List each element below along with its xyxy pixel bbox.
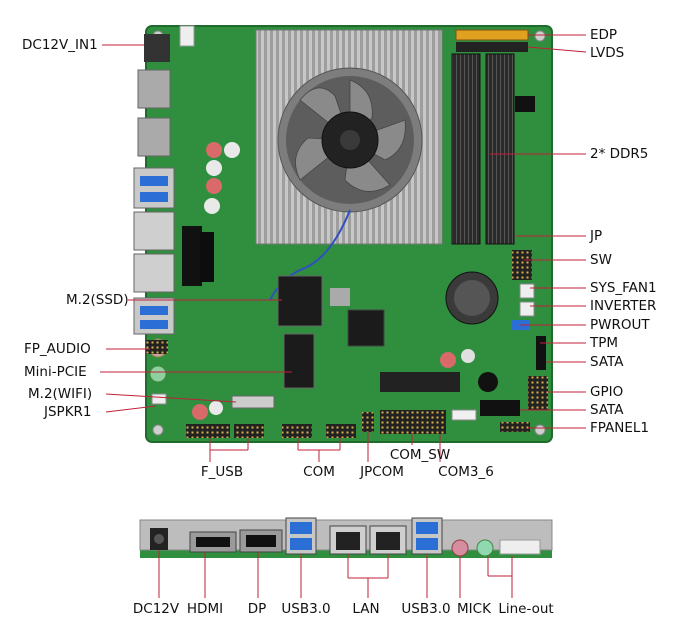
label-com: COM	[303, 464, 335, 480]
io-lineout-jack	[476, 539, 494, 557]
label-tpm: TPM	[590, 335, 619, 351]
m2-ssd-slot	[277, 275, 323, 327]
hdmi-port	[137, 69, 171, 109]
label-ddr5: 2* DDR5	[590, 146, 649, 162]
label-jp: JP	[590, 228, 603, 244]
jspkr-header	[151, 393, 167, 405]
sata-port-2	[480, 400, 520, 416]
label-jpcom: JPCOM	[360, 464, 404, 480]
fpanel-header	[500, 422, 530, 432]
label-pwrout: PWROUT	[590, 317, 650, 333]
label-com-sw: COM_SW	[389, 447, 451, 463]
label-fp-audio: FP_AUDIO	[24, 341, 91, 357]
mini-pcie-slot	[283, 333, 315, 389]
ram-chips	[380, 372, 460, 392]
label-dc12v-in1: DC12V_IN1	[22, 37, 98, 53]
label-io-line-out: Line-out	[498, 601, 554, 617]
label-m2-ssd: M.2(SSD)	[66, 292, 129, 308]
rear-io-panel	[139, 517, 553, 558]
label-io-mick: MICK	[457, 601, 491, 617]
label-inverter: INVERTER	[590, 298, 657, 314]
label-m2-wifi: M.2(WIFI)	[28, 386, 93, 402]
com-header-2	[326, 424, 356, 438]
jpcom-jumper	[362, 412, 374, 432]
lan-port-2	[133, 253, 175, 293]
label-io-dc12v: DC12V	[132, 601, 180, 617]
label-io-lan: LAN	[352, 601, 380, 617]
mainboard	[133, 25, 553, 443]
label-f-usb: F_USB	[200, 464, 244, 480]
leader-lines	[100, 34, 587, 598]
label-io-hdmi: HDMI	[186, 601, 224, 617]
sodimm-slot-2	[485, 53, 515, 245]
label-sys-fan1: SYS_FAN1	[590, 280, 657, 296]
dc-jack	[144, 34, 170, 62]
f-usb-header-2	[234, 424, 264, 438]
sodimm-slot-1	[451, 53, 481, 245]
label-mini-pcie: Mini-PCIE	[24, 364, 87, 380]
label-gpio: GPIO	[590, 384, 624, 400]
label-io-usb30-a: USB3.0	[281, 601, 331, 617]
label-io-usb30-b: USB3.0	[401, 601, 451, 617]
label-io-dp: DP	[247, 601, 267, 617]
lan-port-1	[133, 211, 175, 251]
sw-dip	[512, 250, 532, 280]
sata-port-1	[536, 336, 546, 370]
label-sw: SW	[590, 252, 612, 268]
label-com3-6: COM3_6	[438, 464, 494, 480]
com3-6-header	[380, 410, 446, 434]
m2-wifi-slot	[231, 395, 275, 409]
label-jspkr1: JSPKR1	[44, 404, 92, 420]
chipset	[347, 309, 385, 347]
gpio-header	[528, 376, 548, 410]
com-header-1	[282, 424, 312, 438]
dp-port	[137, 117, 171, 157]
io-mic-jack	[451, 539, 469, 557]
label-lvds: LVDS	[590, 45, 625, 61]
edp-connector	[455, 29, 529, 41]
label-fpanel1: FPANEL1	[590, 420, 650, 436]
lvds-connector	[456, 42, 528, 52]
f-usb-header-1	[186, 424, 230, 438]
label-sata-1: SATA	[590, 354, 624, 370]
fp-audio-header	[146, 340, 168, 354]
label-sata-2: SATA	[590, 402, 624, 418]
label-edp: EDP	[590, 27, 618, 43]
